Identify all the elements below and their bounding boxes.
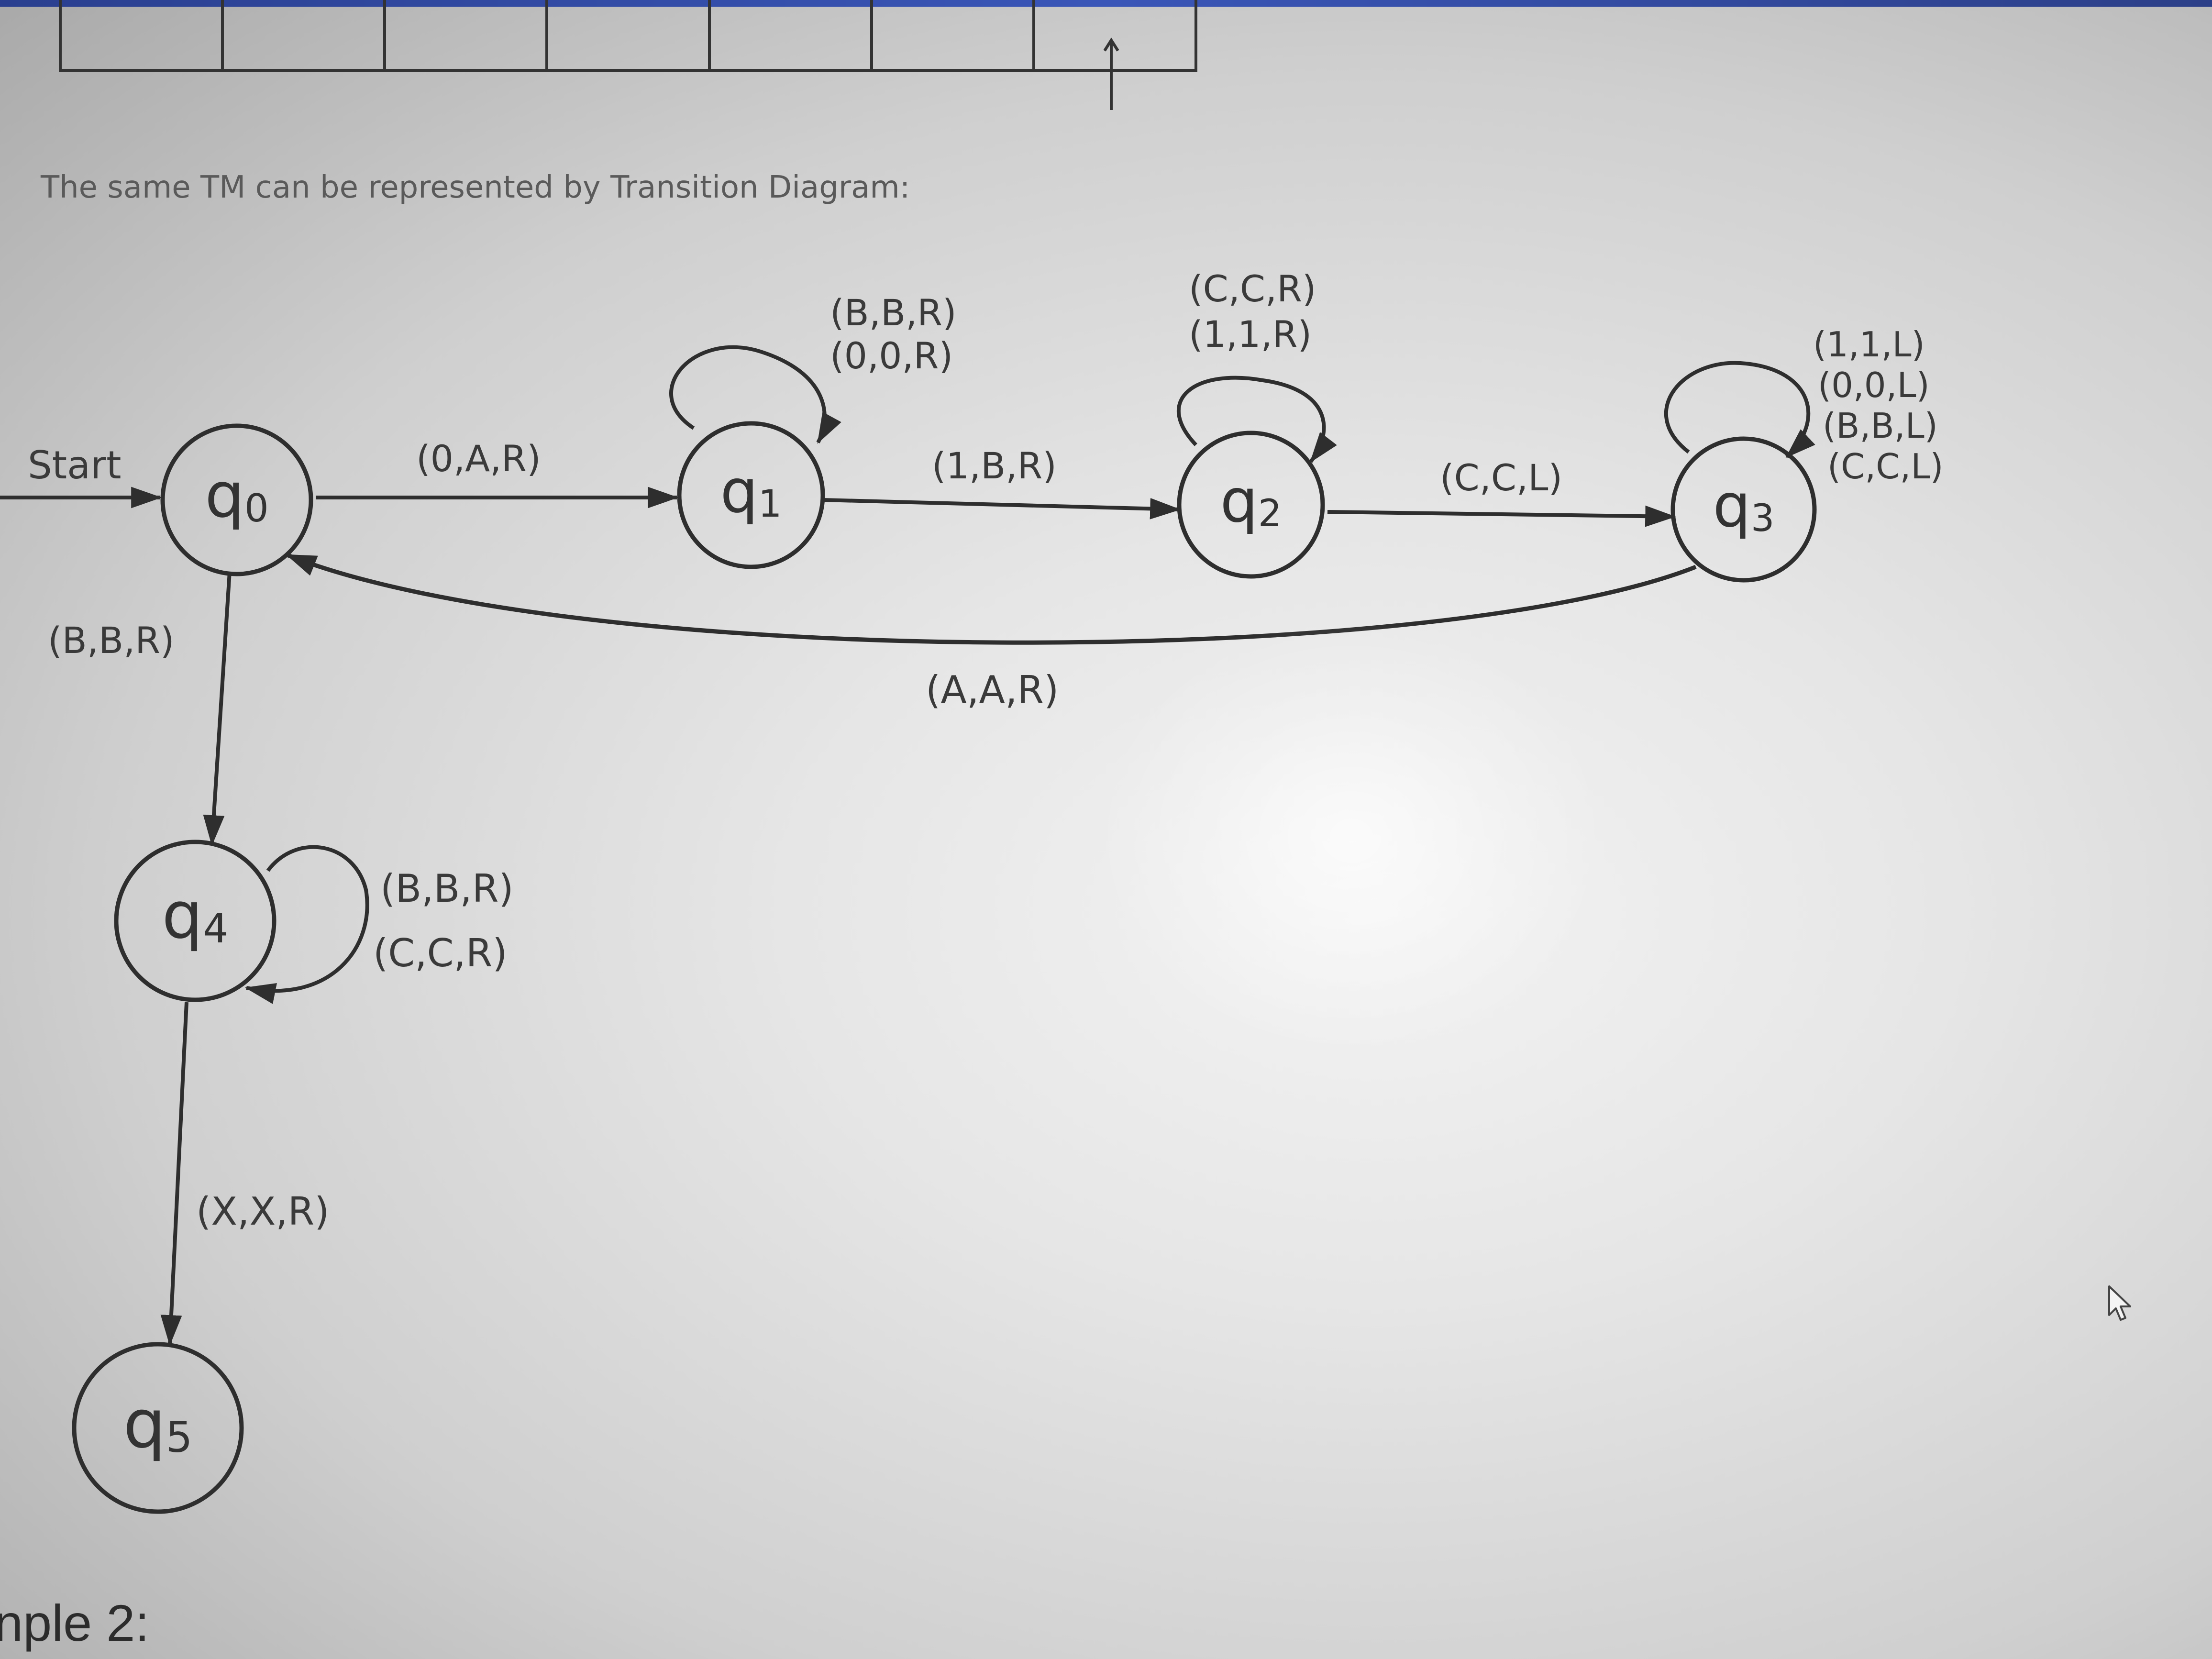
state-q2: q2 bbox=[1177, 431, 1325, 579]
tape-cell bbox=[548, 0, 711, 69]
svg-text:q4: q4 bbox=[162, 878, 228, 953]
loop-q3-label-1: (1,1,L) bbox=[1813, 324, 1925, 365]
loop-q3-label-2: (0,0,L) bbox=[1818, 365, 1930, 405]
loop-q2 bbox=[1177, 376, 1337, 463]
loop-q1 bbox=[669, 345, 841, 444]
edge-label-q0-q1: (0,A,R) bbox=[416, 437, 541, 480]
state-q5-sub: 5 bbox=[166, 1413, 192, 1462]
svg-text:q5: q5 bbox=[123, 1385, 193, 1463]
loop-q3 bbox=[1664, 361, 1815, 458]
loop-q1-label-1: (B,B,R) bbox=[830, 291, 957, 334]
tape-cell bbox=[386, 0, 549, 69]
edge-q3-q0 bbox=[286, 553, 1697, 645]
state-q0: q0 bbox=[160, 423, 313, 576]
edge-label-q4-q5: (X,X,R) bbox=[196, 1189, 329, 1234]
state-q3-name: q bbox=[1713, 471, 1751, 541]
state-q1-name: q bbox=[720, 457, 758, 526]
state-q1: q1 bbox=[677, 421, 825, 569]
tape-head-arrow-icon bbox=[1103, 37, 1119, 110]
svg-text:q2: q2 bbox=[1220, 466, 1282, 536]
loop-q4-label-2: (C,C,R) bbox=[373, 931, 508, 975]
tape-cell bbox=[711, 0, 873, 69]
mouse-cursor-icon bbox=[2108, 1285, 2131, 1321]
svg-text:q0: q0 bbox=[205, 459, 268, 531]
state-q2-sub: 2 bbox=[1258, 492, 1282, 535]
state-q5-name: q bbox=[123, 1385, 166, 1463]
loop-q2-label-2: (1,1,R) bbox=[1189, 313, 1312, 355]
edge-label-q0-q4: (B,B,R) bbox=[48, 619, 175, 662]
start-label: Start bbox=[28, 443, 121, 487]
state-q4-sub: 4 bbox=[203, 905, 228, 952]
state-q0-name: q bbox=[205, 459, 244, 531]
loop-q2-label-1: (C,C,R) bbox=[1189, 267, 1316, 310]
tm-tape bbox=[59, 0, 1197, 72]
svg-text:q3: q3 bbox=[1713, 471, 1775, 541]
tape-cell bbox=[62, 0, 224, 69]
svg-text:q1: q1 bbox=[720, 457, 782, 526]
state-q4-name: q bbox=[162, 878, 203, 953]
example-heading: nple 2: bbox=[0, 1594, 150, 1652]
edge-q0-q4 bbox=[203, 571, 232, 846]
tape-cell bbox=[873, 0, 1035, 69]
edge-label-q3-q0: (A,A,R) bbox=[926, 668, 1059, 712]
screen-top-band bbox=[0, 0, 2212, 7]
state-q3-sub: 3 bbox=[1751, 497, 1775, 540]
state-q4: q4 bbox=[114, 840, 276, 1002]
loop-q1-label-2: (0,0,R) bbox=[830, 334, 953, 377]
state-q1-sub: 1 bbox=[758, 483, 782, 526]
diagram-caption: The same TM can be represented by Transi… bbox=[41, 170, 910, 205]
tape-cell bbox=[224, 0, 387, 69]
loop-q3-label-3: (B,B,L) bbox=[1823, 406, 1938, 446]
edge-label-q1-q2: (1,B,R) bbox=[932, 444, 1057, 487]
state-q5: q5 bbox=[72, 1342, 244, 1514]
state-q3: q3 bbox=[1670, 436, 1817, 583]
edge-q1-q2 bbox=[822, 498, 1181, 520]
edge-q4-q5 bbox=[160, 1002, 188, 1346]
loop-q4-label-1: (B,B,R) bbox=[380, 866, 514, 911]
edge-label-q2-q3: (C,C,L) bbox=[1440, 456, 1562, 499]
state-q0-sub: 0 bbox=[244, 486, 269, 531]
loop-q3-label-4: (C,C,L) bbox=[1827, 446, 1944, 487]
edge-q2-q3 bbox=[1327, 505, 1676, 527]
loop-q4 bbox=[244, 845, 369, 1004]
state-q2-name: q bbox=[1220, 466, 1258, 536]
